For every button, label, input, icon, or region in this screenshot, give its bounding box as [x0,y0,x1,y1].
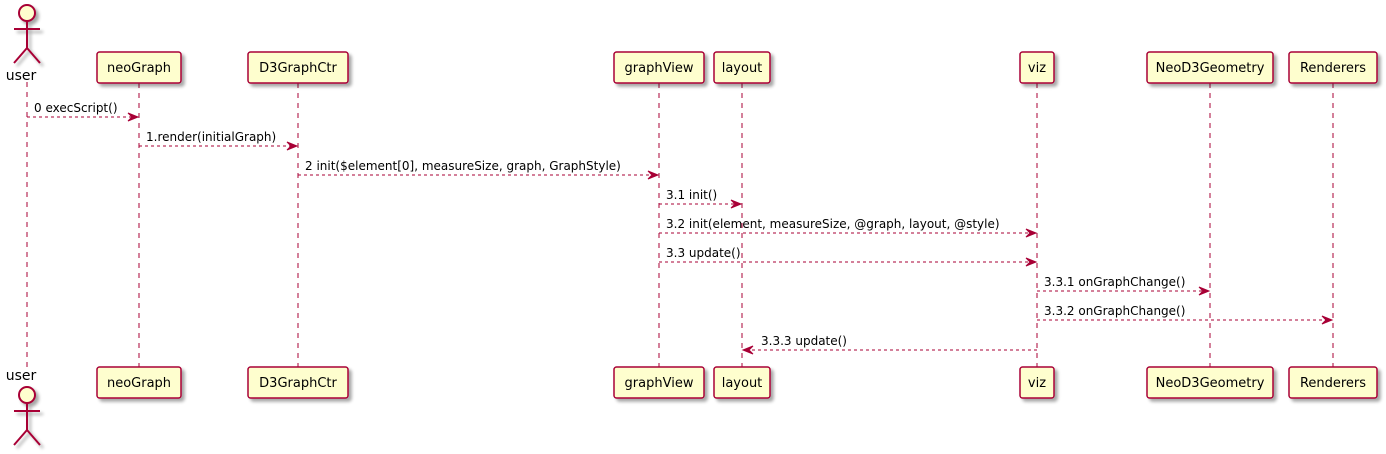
arrowhead [647,170,660,180]
message-label: 1.render(initialGraph) [146,130,276,144]
participant-d3graphctr-bottom: D3GraphCtr [247,366,349,399]
participant-label: NeoD3Geometry [1156,61,1265,76]
participant-graphview-top: graphView [613,51,705,84]
message-label: 3.3.1 onGraphChange() [1044,275,1185,289]
arrowhead [1198,286,1211,296]
participant-neod3geometry-bottom: NeoD3Geometry [1146,366,1274,399]
arrowhead [127,112,140,122]
participant-neograph-top: neoGraph [96,51,182,84]
message-5: 3.3 update() [659,246,1038,267]
participant-label: viz [1028,376,1046,391]
message-2: 2 init($element[0], measureSize, graph, … [298,159,660,180]
stick-figure-icon [13,4,41,64]
message-1: 1.render(initialGraph) [139,130,299,151]
participant-viz-top: viz [1019,51,1055,84]
participant-label: D3GraphCtr [259,61,337,76]
arrowhead [1025,257,1038,267]
message-label: 3.3.2 onGraphChange() [1044,304,1185,318]
message-8: 3.3.3 update() [741,334,1037,355]
message-4: 3.2 init(element, measureSize, @graph, l… [659,217,1038,238]
message-label: 3.3 update() [666,246,741,260]
stick-figure-icon [13,386,41,446]
participant-renderers-bottom: Renderers [1288,366,1378,399]
participant-label: Renderers [1300,61,1366,76]
message-3: 3.1 init() [659,188,743,209]
message-7: 3.3.2 onGraphChange() [1037,304,1334,325]
message-6: 3.3.1 onGraphChange() [1037,275,1211,296]
participant-label: NeoD3Geometry [1156,376,1265,391]
participant-layout-bottom: layout [713,366,771,399]
actor-label: user [6,68,37,84]
message-label: 2 init($element[0], measureSize, graph, … [305,159,621,173]
participant-renderers-top: Renderers [1288,51,1378,84]
message-label: 0 execScript() [34,101,118,115]
participant-neograph-bottom: neoGraph [96,366,182,399]
participant-label: layout [722,376,763,391]
participant-label: viz [1028,61,1046,76]
arrowhead [730,199,743,209]
participant-label: layout [722,61,763,76]
participant-label: neoGraph [107,376,171,391]
participant-layout-top: layout [713,51,771,84]
arrowhead [286,141,299,151]
participant-d3graphctr-top: D3GraphCtr [247,51,349,84]
participant-neod3geometry-top: NeoD3Geometry [1146,51,1274,84]
message-0: 0 execScript() [27,101,140,122]
actor-label: user [6,368,37,384]
actor-user-top: user [6,4,41,84]
actor-user-bottom: user [6,368,41,446]
participant-label: graphView [625,376,694,391]
arrowhead [1025,228,1038,238]
message-label: 3.1 init() [666,188,717,202]
participant-label: D3GraphCtr [259,376,337,391]
participant-label: neoGraph [107,61,171,76]
participant-viz-bottom: viz [1019,366,1055,399]
message-label: 3.3.3 update() [761,334,847,348]
arrowhead [741,345,754,355]
arrowhead [1321,315,1334,325]
participant-label: Renderers [1300,376,1366,391]
participant-label: graphView [625,61,694,76]
participant-graphview-bottom: graphView [613,366,705,399]
message-label: 3.2 init(element, measureSize, @graph, l… [666,217,1000,231]
